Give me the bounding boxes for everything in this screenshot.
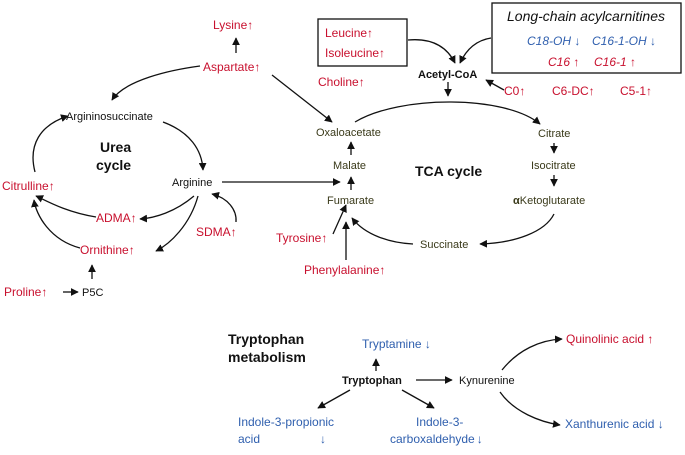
tryptophan-title-line2: metabolism <box>228 349 306 365</box>
malate-label: Malate <box>333 160 366 172</box>
isocitrate-label: Isocitrate <box>531 160 576 172</box>
lysine-label: Lysine↑ <box>213 18 253 32</box>
acylcarnitines-title: Long-chain acylcarnitines <box>507 8 665 24</box>
tryptamine-label: Tryptamine ↓ <box>362 337 431 351</box>
isoleucine-label: Isoleucine↑ <box>325 46 385 60</box>
oxaloacetate-label: Oxaloacetate <box>316 127 381 139</box>
citrate-label: Citrate <box>538 128 570 140</box>
proline-label: Proline↑ <box>4 285 47 299</box>
aspartate-label: Aspartate↑ <box>203 60 260 74</box>
top-arrows <box>111 37 505 123</box>
ornithine-label: Ornithine↑ <box>80 243 135 257</box>
tryptophan-node-label: Tryptophan <box>342 375 402 387</box>
xanthurenic-acid-label: Xanthurenic acid ↓ <box>565 417 664 431</box>
choline-label: Choline↑ <box>318 75 365 89</box>
kynurenine-label: Kynurenine <box>459 375 515 387</box>
phenylalanine-label: Phenylalanine↑ <box>304 263 385 277</box>
c16-1-label: C16-1 ↑ <box>594 55 636 69</box>
sdma-label: SDMA↑ <box>196 225 237 239</box>
c5-1-label: C5-1↑ <box>620 84 652 98</box>
indole-3-carboxaldehyde-line1-label: Indole-3- <box>416 415 463 429</box>
c18-oh-label: C18-OH ↓ <box>527 34 580 48</box>
tca-cycle-title: TCA cycle <box>415 163 482 179</box>
tyrosine-label: Tyrosine↑ <box>276 231 327 245</box>
quinolinic-acid-label: Quinolinic acid ↑ <box>566 332 653 346</box>
urea-cycle-title-line2: cycle <box>96 157 131 173</box>
p5c-label: P5C <box>82 287 103 299</box>
indole-3-carboxaldehyde-label: carboxaldehyde↓ <box>390 432 483 446</box>
indole-3-propionic-acid-label: acid↓ <box>238 432 326 446</box>
c6-dc-label: C6-DC↑ <box>552 84 595 98</box>
urea-arrows <box>31 114 237 296</box>
acylcarnitine-labels: C18-OH ↓ C16-1-OH ↓ C16 ↑ C16-1 ↑ <box>527 34 656 69</box>
tryptophan-arrows <box>317 335 563 428</box>
indole-3-propionic-label: Indole-3-propionic <box>238 415 334 429</box>
tca-arrows <box>222 101 558 260</box>
arginine-label: Arginine <box>172 177 212 189</box>
c0-label: C0↑ <box>504 84 525 98</box>
succinate-label: Succinate <box>420 239 468 251</box>
c16-label: C16 ↑ <box>548 55 579 69</box>
leucine-label: Leucine↑ <box>325 26 373 40</box>
tryptophan-title-line1: Tryptophan <box>228 331 304 347</box>
acetyl-coa-label: Acetyl-CoA <box>418 69 477 81</box>
citrulline-label: Citrulline↑ <box>2 179 55 193</box>
aketoglutarate-label: αKetoglutarate <box>513 195 585 207</box>
argininosuccinate-label: Argininosuccinate <box>66 111 153 123</box>
adma-label: ADMA↑ <box>96 211 137 225</box>
urea-cycle-title-line1: Urea <box>100 139 131 155</box>
c16-1-oh-label: C16-1-OH ↓ <box>592 34 656 48</box>
fumarate-label: Fumarate <box>327 195 374 207</box>
acylcarnitines-box <box>491 2 682 74</box>
bcaa-box <box>317 18 408 67</box>
